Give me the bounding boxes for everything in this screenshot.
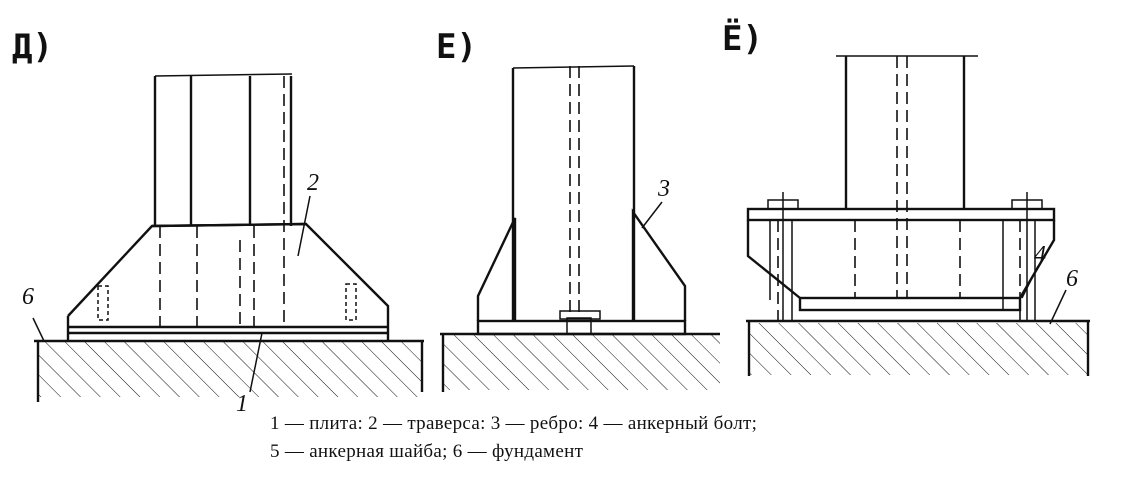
callout-d-traverse: 2	[307, 170, 319, 196]
legend-line-1: 1 — плита: 2 — траверса: 3 — ребро: 4 — …	[270, 413, 758, 434]
callout-d-foundation: 6	[22, 284, 34, 310]
callout-yo-bolt: 4	[1034, 242, 1046, 268]
panel-d-column	[153, 73, 293, 327]
panel-yo-leader-4	[1021, 265, 1039, 299]
panel-e-drawing	[440, 65, 720, 392]
panel-e-foundation	[440, 332, 720, 392]
panel-label-e: Е)	[436, 27, 477, 67]
panel-yo-leader-6	[1049, 289, 1067, 325]
panel-e-column	[511, 65, 636, 321]
panel-e-anchor-washer	[559, 310, 601, 335]
panel-yo-anchor-bolts	[767, 192, 1043, 320]
panel-label-d: Д)	[12, 27, 53, 67]
panel-d-drawing	[32, 73, 424, 402]
panel-e-base-plate	[476, 319, 687, 336]
panel-yo-column	[836, 55, 978, 298]
panel-yo-traverse	[746, 207, 1056, 320]
panel-label-yo: Ё)	[722, 18, 763, 59]
panel-d-leader-2	[297, 195, 311, 257]
figure-legend: 1 — плита: 2 — траверса: 3 — ребро: 4 — …	[270, 410, 990, 466]
panel-d-leader-1	[249, 332, 263, 393]
panel-d-anchor-bolts	[97, 283, 357, 321]
callout-yo-foundation: 6	[1066, 266, 1078, 292]
panel-d-leader-6	[32, 317, 45, 342]
panel-d-foundation	[34, 339, 424, 402]
panel-e-ribs	[476, 208, 687, 321]
panel-yo-foundation	[746, 319, 1090, 376]
panel-d-base-plate	[66, 316, 390, 341]
callout-d-plate: 1	[236, 391, 248, 417]
panel-d-traverse	[67, 222, 390, 317]
panel-yo-base-plate	[798, 296, 1022, 312]
legend-line-2: 5 — анкерная шайба; 6 — фундамент	[270, 441, 584, 462]
panel-e-leader-3	[641, 201, 663, 229]
panel-yo-drawing	[746, 55, 1090, 376]
callout-e-rib: 3	[657, 176, 670, 202]
